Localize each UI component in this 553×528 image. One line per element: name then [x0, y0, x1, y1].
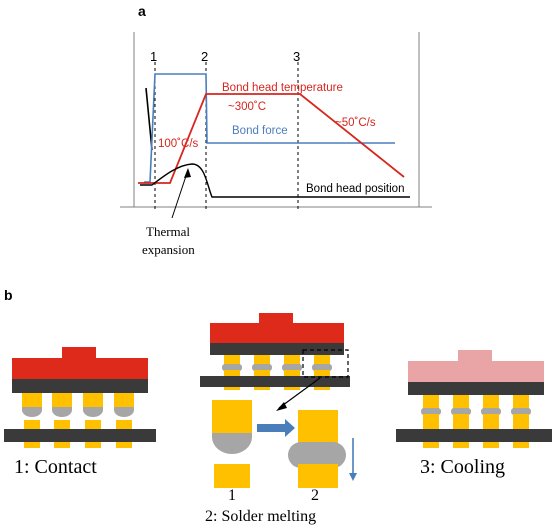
marker-label-1: 1	[150, 49, 157, 64]
heating-rate-label: 100˚C/s	[158, 138, 199, 150]
heater-block	[12, 358, 148, 379]
transition-arrow	[257, 419, 295, 437]
zoom-pointer-arrowhead	[276, 402, 287, 411]
bond-force-label: Bond force	[232, 125, 288, 137]
zoom-sub-label-2: 2	[311, 487, 319, 504]
peak-temperature-label: ~300˚C	[228, 101, 266, 113]
heater-boss	[458, 350, 492, 362]
thermal-expansion-label-line2: expansion	[142, 242, 195, 257]
die-chip	[12, 379, 148, 393]
bond-head-position-curve	[140, 163, 410, 198]
thermal-expansion-pointer	[171, 169, 189, 219]
die-chip	[408, 382, 544, 395]
upper-pillars	[423, 395, 529, 409]
zoom-sub-label-1: 1	[228, 487, 236, 504]
thermal-expansion-arrowhead	[184, 168, 191, 178]
step-caption-contact: 1: Contact	[14, 456, 97, 478]
approach-spike	[145, 87, 153, 151]
step-caption-cooling: 3: Cooling	[420, 456, 505, 478]
upper-pillars	[224, 355, 330, 365]
zoom-bump-1	[212, 400, 252, 488]
panel-a-label: a	[138, 3, 146, 19]
marker-label-3: 3	[293, 49, 300, 64]
bond-force-curve	[144, 73, 395, 183]
substrate	[4, 429, 156, 442]
thermal-expansion-label-line1: Thermal	[146, 224, 190, 239]
upper-pillars	[22, 393, 134, 407]
solder-bumps	[22, 407, 134, 417]
heater-block	[408, 361, 544, 382]
heater-block	[210, 323, 344, 343]
heater-boss	[62, 347, 96, 359]
zoom-pointer-arrow	[278, 377, 321, 409]
bond-head-temperature-curve	[138, 93, 405, 184]
bond-head-temperature-label: Bond head temperature	[222, 82, 343, 94]
zoom-box	[302, 349, 349, 378]
panel-b-label: b	[4, 287, 13, 303]
step-contact-assembly	[4, 347, 156, 448]
substrate	[200, 376, 350, 387]
solidified-solder	[421, 408, 531, 415]
step-cooling-assembly	[396, 350, 552, 448]
zoom-bump-2	[288, 410, 346, 488]
die-chip	[210, 343, 344, 355]
plot-frame	[120, 32, 432, 208]
melted-solder	[222, 364, 332, 371]
marker-label-2: 2	[201, 49, 208, 64]
bond-head-position-label: Bond head position	[306, 183, 404, 195]
cooling-rate-label: ~50˚C/s	[335, 117, 376, 129]
down-arrow	[349, 438, 357, 481]
heater-boss	[259, 313, 293, 324]
substrate	[396, 429, 552, 442]
step-melting-assembly	[200, 313, 350, 390]
step-caption-melting: 2: Solder melting	[205, 508, 316, 525]
